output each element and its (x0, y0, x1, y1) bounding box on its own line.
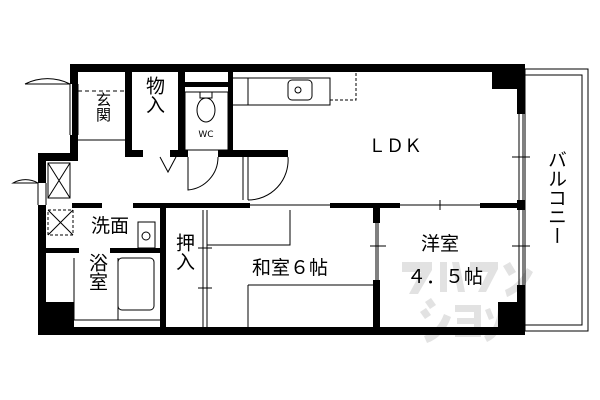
room-label-washitsu: 和室６帖 (252, 257, 328, 279)
room-label-youshitsu-size: ４．５帖 (407, 266, 483, 288)
fixtures (11, 72, 530, 327)
room-label-youshitsu: 洋室 (421, 233, 459, 255)
room-label-wc: WC (198, 130, 213, 140)
room-label-washroom: 洗面 (91, 215, 129, 237)
room-label-balcony: バルコニー (545, 150, 567, 245)
room-label-ldk: ＬＤＫ (368, 136, 422, 157)
room-label-genkan: 玄関 (94, 92, 112, 123)
room-label-bathroom: 浴室 (86, 253, 108, 291)
room-labels: 玄関 物入 WC ＬＤＫ 洗面 浴室 押入 和室６帖 洋室 ４．５帖 バルコニー (86, 76, 567, 291)
walls (38, 64, 525, 335)
room-label-closet: 物入 (143, 76, 165, 114)
room-label-oshiire: 押入 (173, 233, 195, 271)
